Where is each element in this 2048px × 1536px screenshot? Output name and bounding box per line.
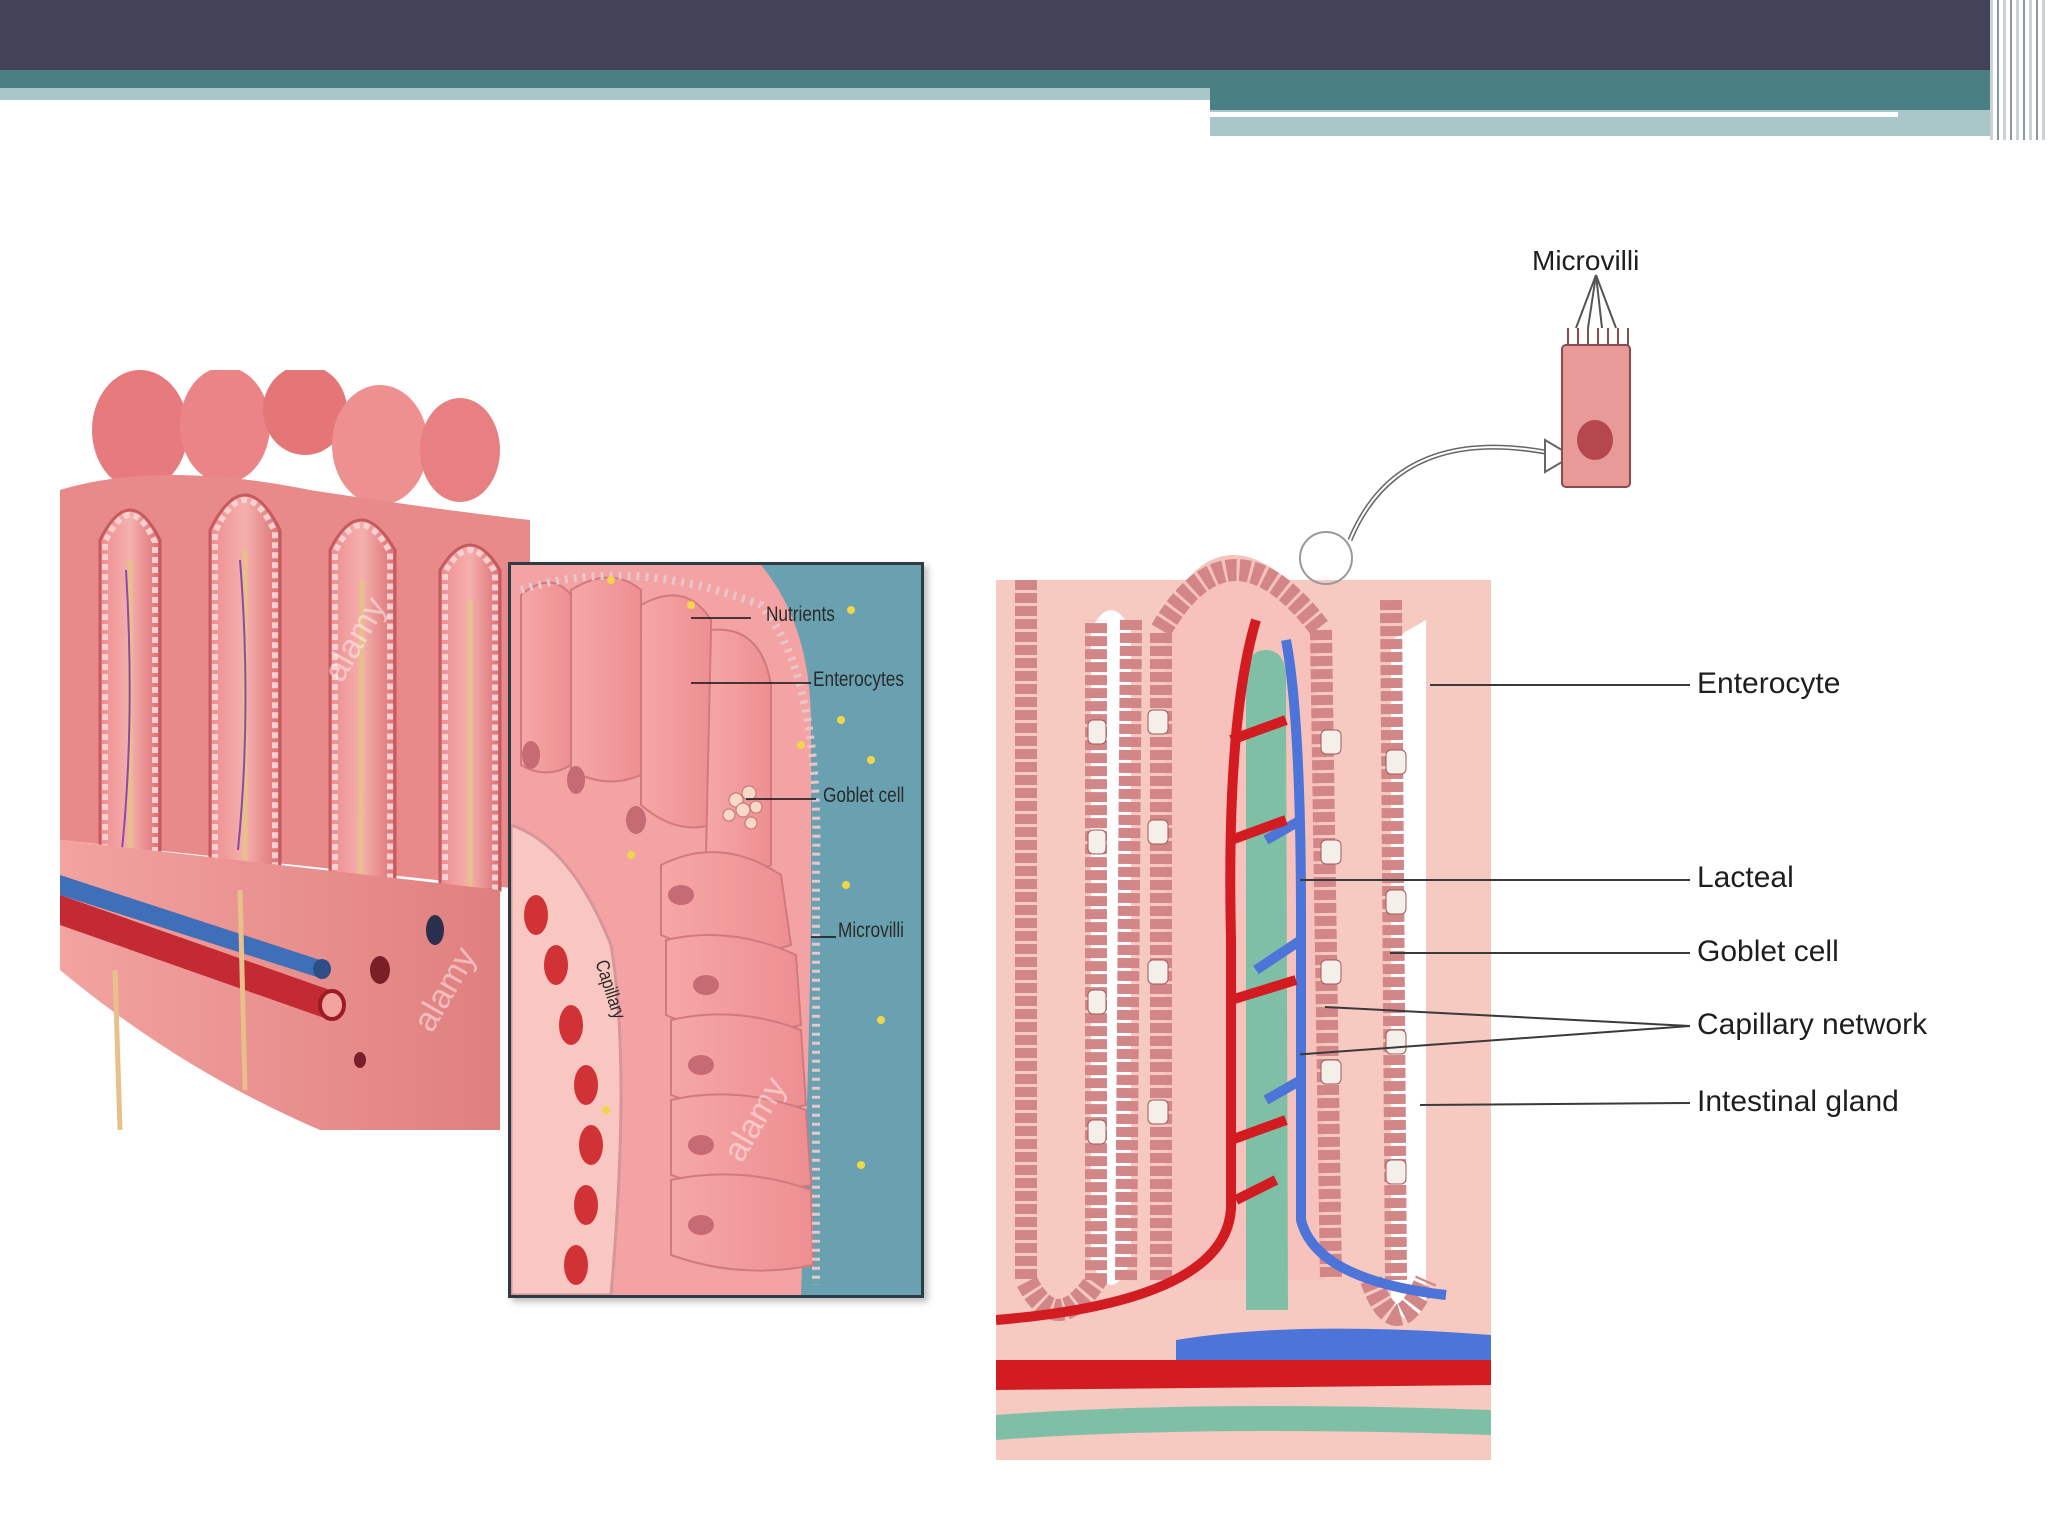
inset-leader-lines — [691, 617, 836, 938]
lacteal — [1246, 650, 1288, 1310]
epithelium-rim — [102, 497, 498, 890]
villus-label-enterocyte: Enterocyte — [1697, 667, 1841, 700]
goblet-cell-granules — [722, 785, 763, 830]
header-teal-stripe — [0, 70, 2000, 88]
villus-tops — [92, 370, 500, 505]
microvilli-highlight-circle — [1299, 531, 1353, 585]
header-corner-lines — [1990, 0, 2048, 140]
base-lacteal — [996, 1406, 1491, 1440]
base-artery — [996, 1360, 1491, 1390]
inset-label-microvilli: Microvilli — [838, 919, 905, 942]
villus-fingers — [98, 493, 502, 892]
enterocyte-inset-panel — [508, 562, 924, 1298]
microvilli-projections — [1567, 328, 1629, 345]
villus-label-goblet-cell: Goblet cell — [1697, 935, 1839, 968]
inset-label-enterocytes: Enterocytes — [813, 668, 904, 691]
enlarged-enterocyte — [1340, 250, 1670, 590]
villi-block-illustration — [60, 370, 580, 1130]
header-light-stripe — [0, 88, 1210, 100]
artery-network — [996, 618, 1298, 1325]
cell-nuclei — [522, 741, 719, 1235]
base-vessels — [60, 875, 346, 1130]
header-teal-stripe-right — [1210, 88, 2000, 110]
inset-label-goblet-cell: Goblet cell — [823, 784, 905, 807]
villus-label-lacteal: Lacteal — [1697, 861, 1794, 894]
inset-label-nutrients: Nutrients — [766, 603, 835, 626]
header-bar — [0, 0, 2048, 70]
vein-network — [1253, 639, 1447, 1300]
nutrient-dots — [602, 576, 885, 1169]
villus-label-microvilli: Microvilli — [1532, 245, 1640, 276]
base-vein — [1176, 1328, 1491, 1360]
pointer-arrow — [1347, 444, 1561, 541]
villus-label-intestinal-gland: Intestinal gland — [1697, 1085, 1899, 1118]
villus-label-capillary-network: Capillary network — [1697, 1008, 1928, 1041]
header-white-line — [1210, 112, 1898, 117]
microvilli-fringe — [519, 571, 821, 1285]
goblet-cells — [1087, 709, 1407, 1185]
crypt-openings — [354, 915, 444, 1068]
villus-cross-section — [996, 520, 1491, 1460]
red-blood-cells — [524, 895, 603, 1285]
cell-nucleus — [1577, 420, 1613, 460]
cell-body — [1561, 344, 1631, 488]
microvilli-leader-lines — [1575, 274, 1617, 329]
villus-leader-lines — [1300, 680, 1700, 1120]
